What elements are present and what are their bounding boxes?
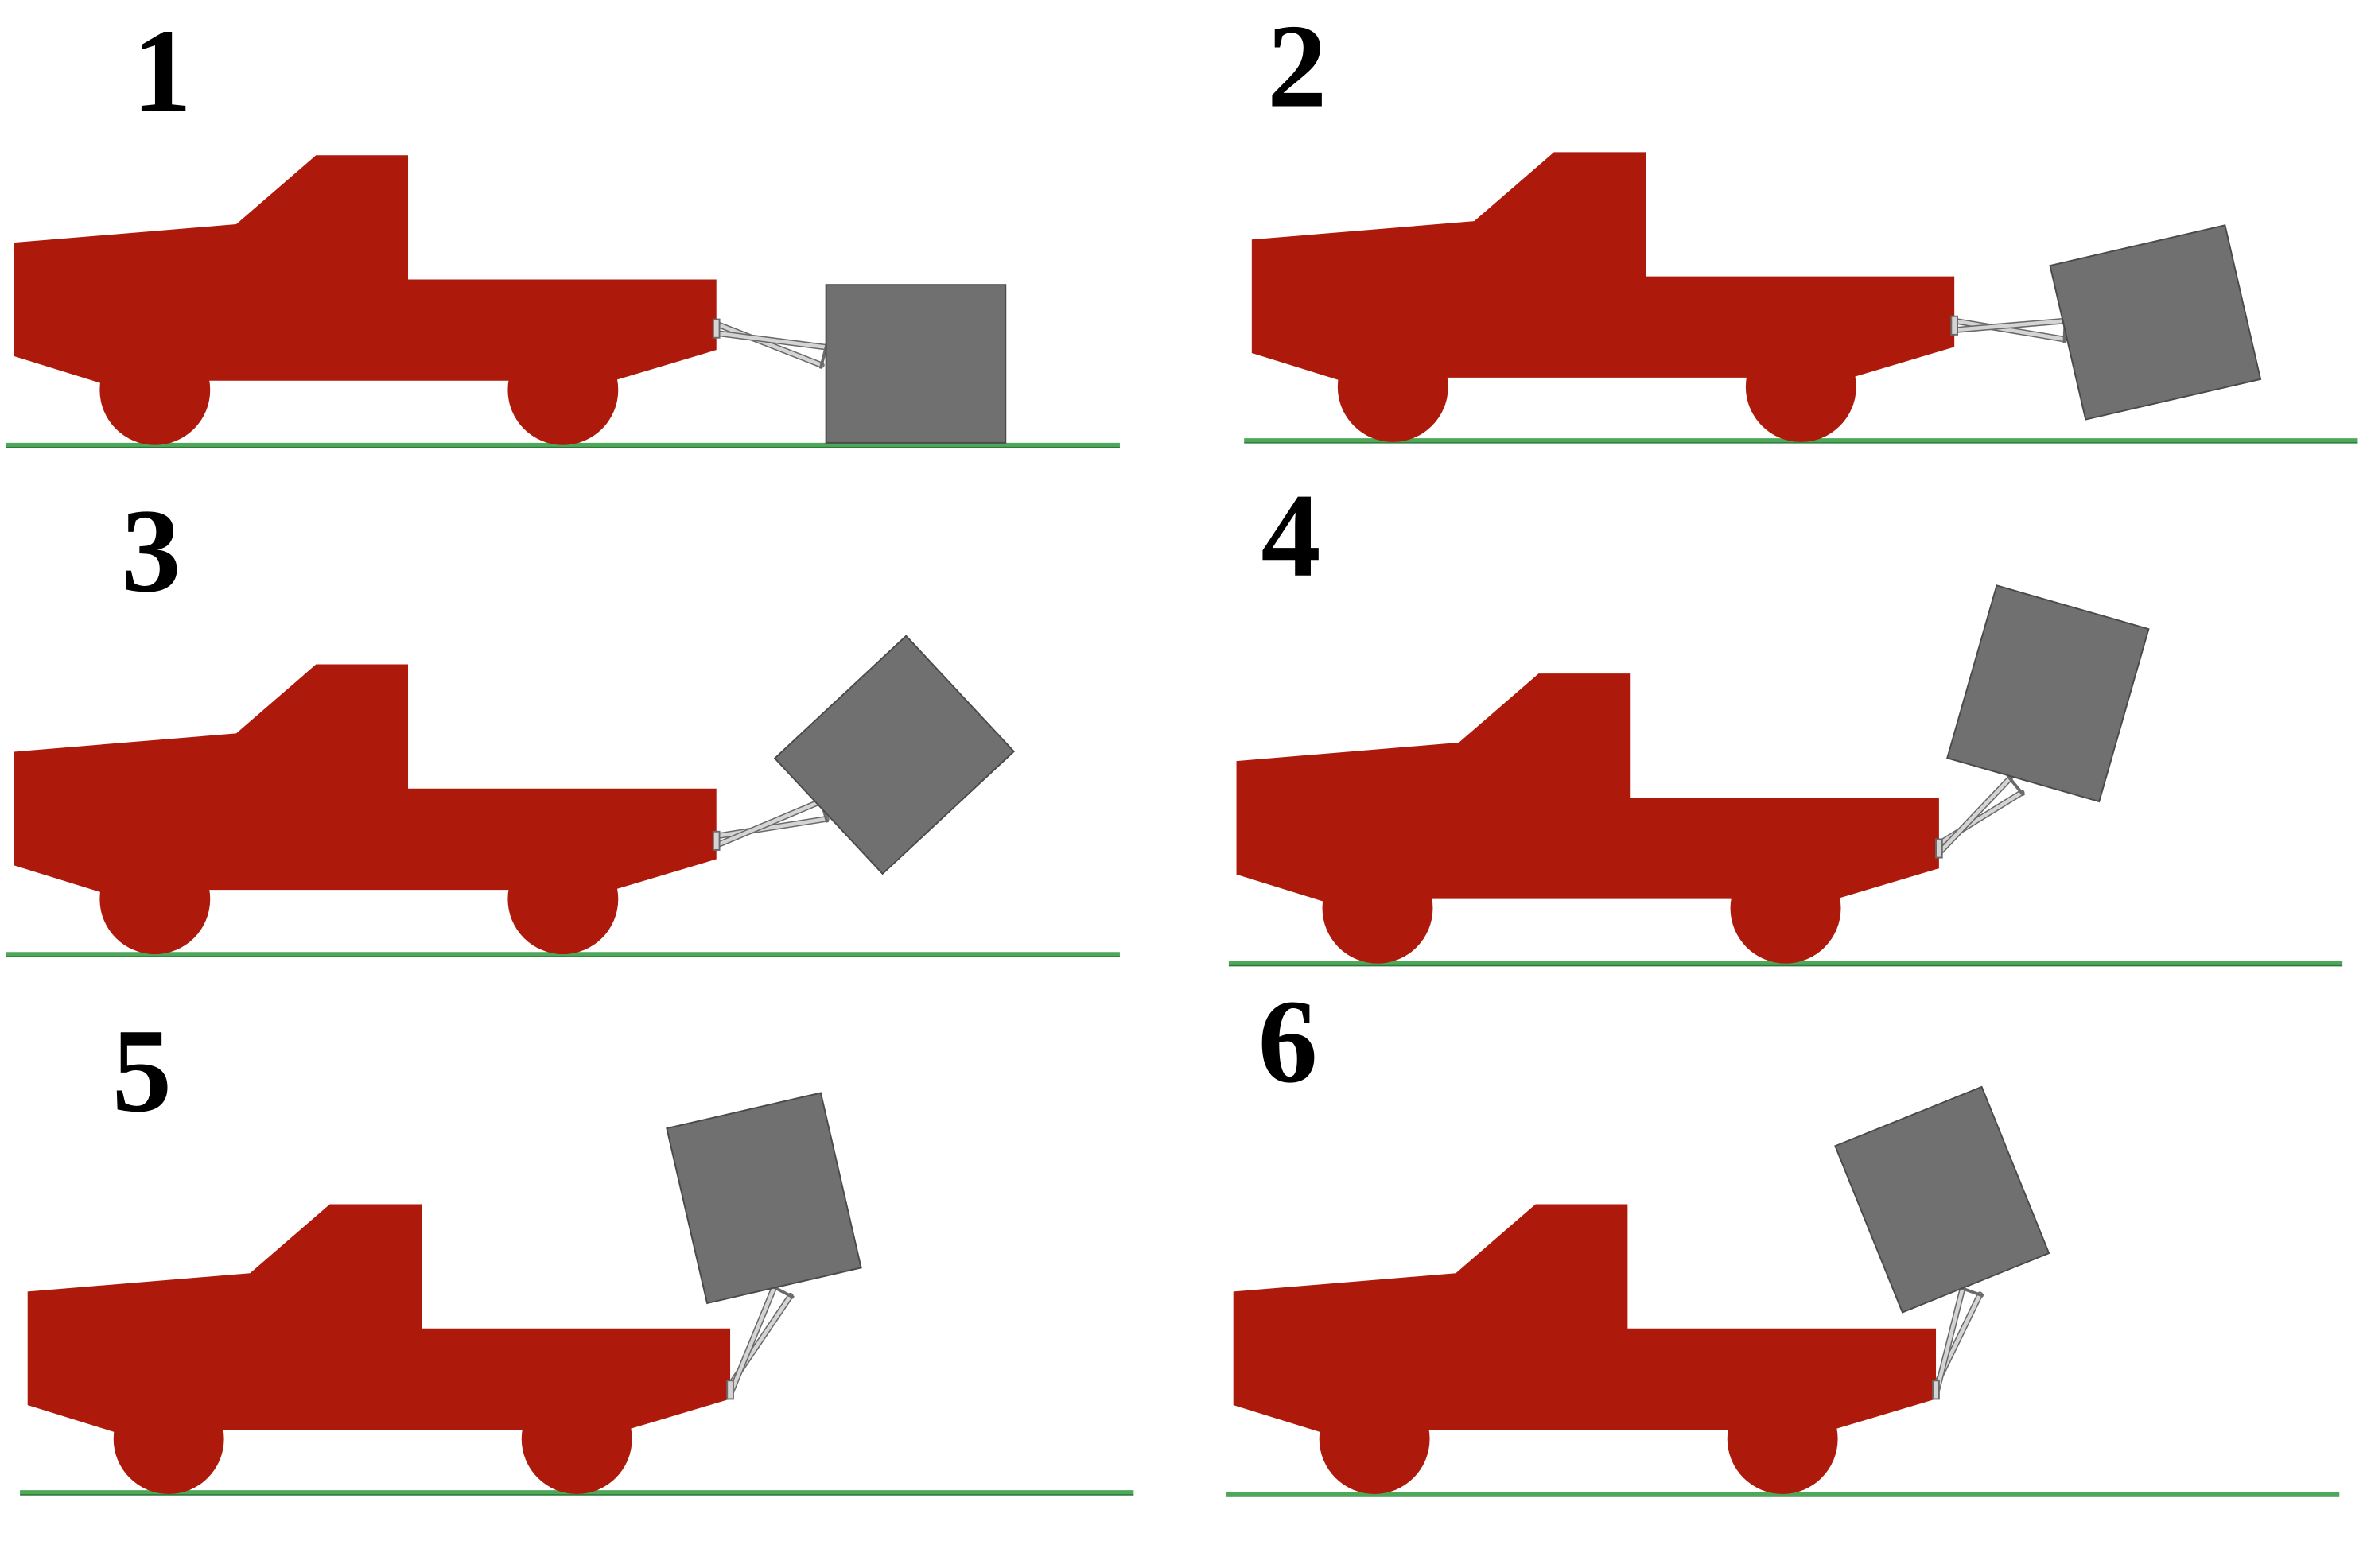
- truck-body: [1236, 673, 1939, 902]
- rear-wheel: [1337, 332, 1448, 442]
- lower-arm: [1937, 776, 2012, 856]
- cargo-box: [1946, 584, 2150, 803]
- truck: [14, 664, 717, 955]
- cargo-box: [825, 284, 1007, 444]
- truck: [1236, 673, 1939, 964]
- front-wheel: [1745, 332, 1856, 442]
- rear-wheel: [1322, 852, 1433, 964]
- frame-1: 1: [6, 4, 1120, 448]
- truck-body: [1233, 1204, 1937, 1433]
- truck: [1233, 1204, 1937, 1494]
- frame-number: 5: [112, 1004, 172, 1137]
- truck: [27, 1204, 731, 1494]
- frame-5: 5: [20, 1004, 1134, 1496]
- frame-number: 2: [1267, 0, 1327, 133]
- rear-wheel: [99, 334, 211, 445]
- linkage-arm: [712, 797, 830, 851]
- frame-number: 6: [1258, 975, 1318, 1108]
- lower-arm: [714, 331, 828, 349]
- frame-number: 4: [1261, 469, 1320, 602]
- hitch-bracket: [1932, 1380, 1940, 1400]
- linkage-arm: [1935, 774, 2026, 859]
- hitch-bracket: [712, 830, 721, 851]
- truck: [14, 155, 717, 445]
- truck-body: [14, 664, 717, 893]
- linkage-arm: [712, 318, 830, 370]
- linkage-arm: [1950, 315, 2069, 343]
- front-wheel: [1730, 852, 1841, 964]
- rear-wheel: [113, 1384, 224, 1494]
- lower-arm: [728, 1285, 776, 1396]
- frame-4: 4: [1228, 469, 2343, 967]
- frames: 1 2 3 4 5 6: [6, 0, 2358, 1497]
- frame-6: 6: [1226, 975, 2340, 1497]
- cargo-box: [1834, 1085, 2050, 1314]
- hitch-bracket: [712, 318, 721, 339]
- truck: [1251, 152, 1955, 442]
- truck-body: [27, 1204, 731, 1433]
- cargo-box: [773, 635, 1016, 875]
- lower-arm: [714, 799, 823, 848]
- front-wheel: [507, 334, 619, 445]
- front-wheel: [1727, 1384, 1838, 1494]
- upper-arm: [1952, 319, 2066, 341]
- rear-wheel: [1319, 1384, 1430, 1494]
- mount-plate: [2006, 774, 2026, 797]
- truck-body: [14, 155, 717, 384]
- linkage-arm: [726, 1284, 795, 1400]
- mount-plate: [1958, 1286, 1984, 1298]
- cargo-box: [666, 1092, 862, 1305]
- hitch-bracket: [1950, 315, 1958, 336]
- rear-wheel: [99, 844, 211, 955]
- cargo-box: [2049, 224, 2262, 421]
- lower-arm: [1934, 1287, 1965, 1396]
- hitch-bracket: [726, 1380, 734, 1400]
- truck-body: [1251, 152, 1955, 381]
- frame-2: 2: [1244, 0, 2358, 444]
- frame-3: 3: [6, 484, 1120, 957]
- linkage-arm: [1932, 1285, 1984, 1400]
- front-wheel: [507, 844, 619, 955]
- upper-arm: [714, 322, 824, 367]
- frame-number: 3: [121, 484, 181, 617]
- hitch-bracket: [1935, 838, 1943, 859]
- front-wheel: [521, 1384, 632, 1494]
- lower-arm: [1952, 319, 2067, 332]
- frame-number: 1: [132, 4, 192, 137]
- upper-arm: [714, 817, 829, 838]
